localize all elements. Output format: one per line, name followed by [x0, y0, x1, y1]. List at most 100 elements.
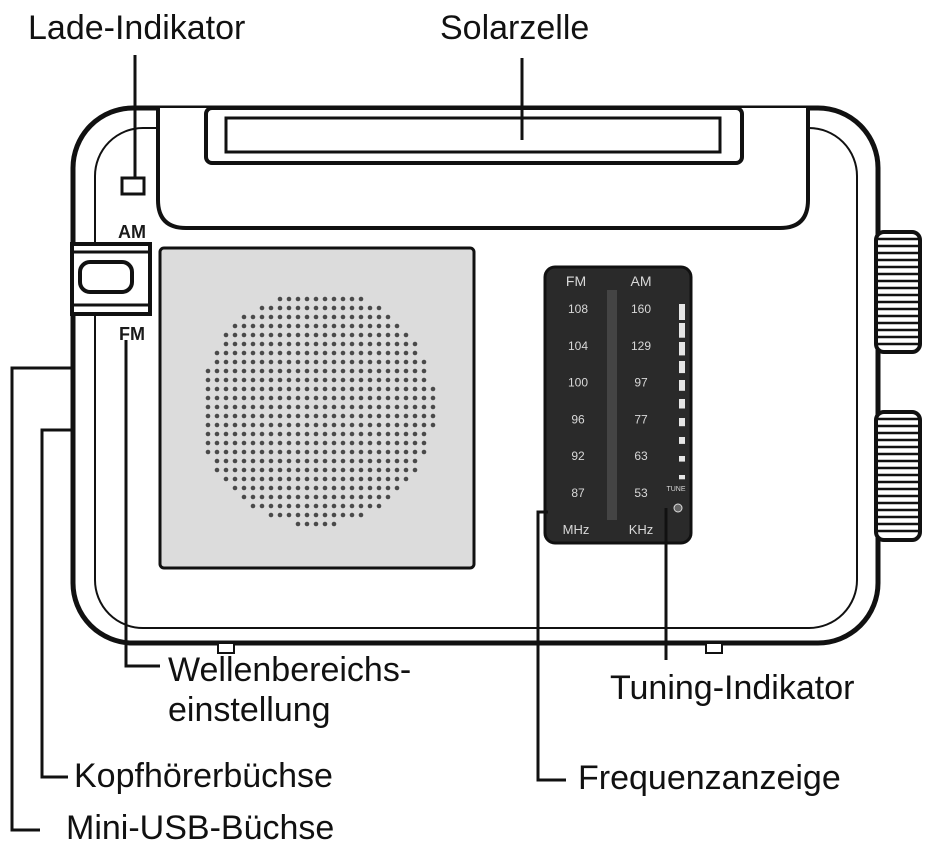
speaker-hole	[403, 359, 409, 365]
speaker-hole	[295, 350, 301, 356]
speaker-hole	[367, 449, 373, 455]
volume-knob[interactable]	[874, 230, 922, 354]
speaker-hole	[250, 440, 256, 446]
speaker-hole	[313, 476, 319, 482]
speaker-hole	[268, 404, 274, 410]
speaker-hole	[322, 368, 328, 374]
speaker-hole	[340, 332, 346, 338]
speaker-hole	[349, 458, 355, 464]
speaker-hole	[268, 377, 274, 383]
speaker-hole	[349, 440, 355, 446]
tuning-indicator-led	[673, 503, 683, 513]
speaker-hole	[322, 413, 328, 419]
speaker-hole	[223, 332, 229, 338]
dial-am-tick-label: 160	[631, 302, 651, 316]
speaker-hole	[223, 341, 229, 347]
speaker-hole	[241, 413, 247, 419]
speaker-hole	[268, 314, 274, 320]
speaker-hole	[223, 467, 229, 473]
label-charge-indicator: Lade-Indikator	[28, 9, 246, 47]
speaker-hole	[268, 323, 274, 329]
speaker-hole	[340, 449, 346, 455]
speaker-hole	[232, 341, 238, 347]
dial-center-bar	[607, 290, 617, 520]
speaker-hole	[331, 332, 337, 338]
speaker-hole	[241, 458, 247, 464]
speaker-hole	[277, 341, 283, 347]
speaker-hole	[304, 314, 310, 320]
speaker-hole	[367, 476, 373, 482]
speaker-hole	[340, 440, 346, 446]
speaker-hole	[358, 440, 364, 446]
speaker-hole	[277, 458, 283, 464]
speaker-hole	[394, 404, 400, 410]
speaker-hole	[259, 332, 265, 338]
dial-fm-unit: MHz	[563, 522, 590, 537]
leader-lines	[10, 55, 668, 832]
speaker-hole	[376, 413, 382, 419]
speaker-hole	[421, 413, 427, 419]
speaker-hole	[358, 422, 364, 428]
speaker-hole	[304, 413, 310, 419]
speaker-hole	[367, 404, 373, 410]
speaker-hole	[403, 404, 409, 410]
speaker-hole	[349, 305, 355, 311]
speaker-hole	[313, 314, 319, 320]
speaker-hole	[214, 386, 220, 392]
speaker-hole	[385, 422, 391, 428]
speaker-hole	[340, 494, 346, 500]
tuning-knob[interactable]	[874, 410, 922, 542]
speaker-hole	[385, 476, 391, 482]
speaker-hole	[223, 386, 229, 392]
speaker-hole	[385, 395, 391, 401]
speaker-hole	[331, 521, 337, 527]
speaker-hole	[286, 485, 292, 491]
speaker-hole	[277, 413, 283, 419]
speaker-hole	[259, 485, 265, 491]
speaker-hole	[259, 323, 265, 329]
speaker-hole	[304, 377, 310, 383]
speaker-hole	[277, 386, 283, 392]
speaker-hole	[403, 332, 409, 338]
speaker-hole	[295, 377, 301, 383]
speaker-hole	[295, 449, 301, 455]
band-switch-knob[interactable]	[78, 260, 134, 294]
speaker-hole	[277, 449, 283, 455]
speaker-hole	[322, 359, 328, 365]
speaker-hole	[268, 494, 274, 500]
speaker-hole	[259, 449, 265, 455]
speaker-hole	[376, 485, 382, 491]
speaker-hole	[295, 332, 301, 338]
speaker-hole	[250, 341, 256, 347]
speaker-hole	[412, 431, 418, 437]
speaker-hole	[385, 350, 391, 356]
speaker-hole	[331, 449, 337, 455]
speaker-hole	[286, 404, 292, 410]
speaker-hole	[376, 422, 382, 428]
speaker-hole	[223, 377, 229, 383]
speaker-hole	[349, 314, 355, 320]
signal-ladder-mark	[679, 304, 685, 320]
speaker-hole	[367, 341, 373, 347]
speaker-hole	[412, 413, 418, 419]
speaker-hole	[232, 332, 238, 338]
speaker-hole	[358, 359, 364, 365]
switch-am-label: AM	[118, 222, 146, 242]
speaker-hole	[304, 395, 310, 401]
speaker-hole	[286, 377, 292, 383]
speaker-hole	[277, 431, 283, 437]
speaker-hole	[259, 341, 265, 347]
speaker-hole	[331, 431, 337, 437]
speaker-hole	[340, 359, 346, 365]
solar-cell-inner	[224, 116, 722, 154]
speaker-hole	[304, 422, 310, 428]
speaker-hole	[403, 341, 409, 347]
speaker-hole	[250, 431, 256, 437]
speaker-hole	[394, 368, 400, 374]
speaker-hole	[376, 431, 382, 437]
speaker-hole	[277, 422, 283, 428]
speaker-hole	[331, 296, 337, 302]
speaker-hole	[322, 476, 328, 482]
speaker-hole	[403, 395, 409, 401]
speaker-hole	[232, 458, 238, 464]
